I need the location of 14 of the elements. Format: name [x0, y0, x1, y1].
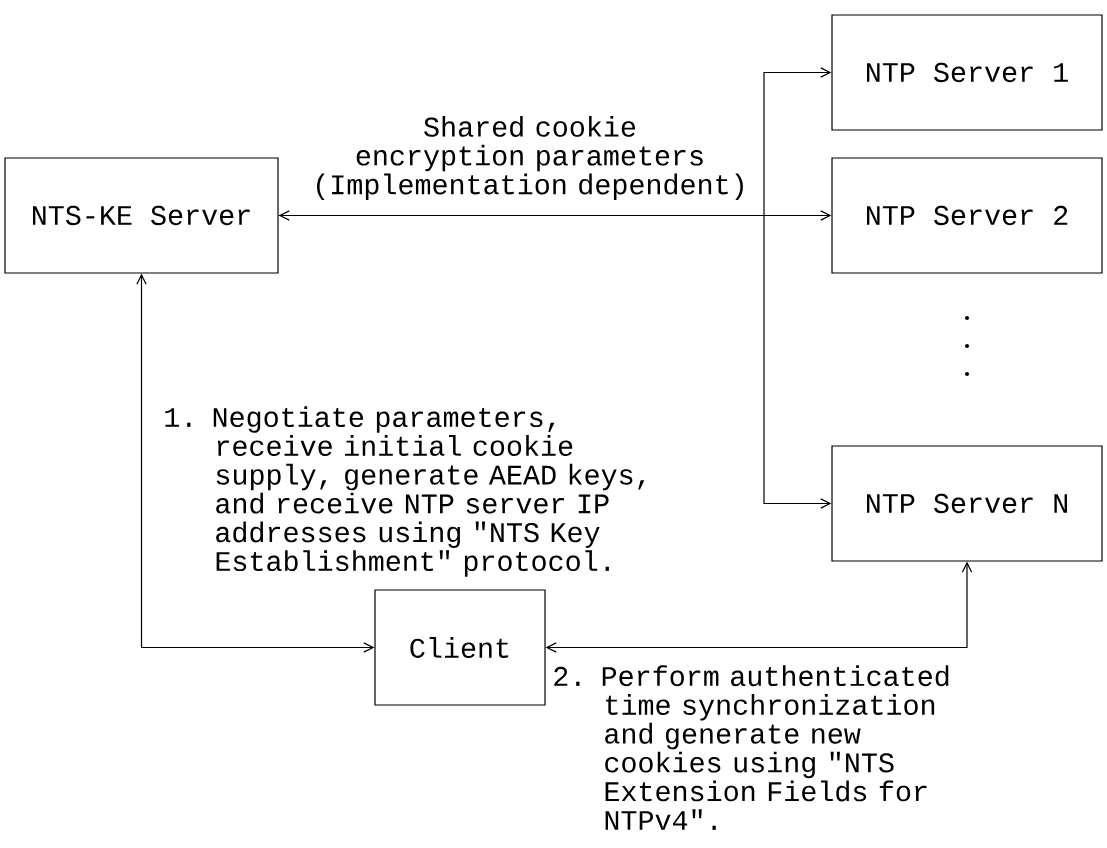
- arrow: [136, 273, 375, 653]
- server-box: NTP Server N: [831, 445, 1103, 562]
- server-box: NTP Server 2: [831, 157, 1103, 274]
- arrow: [763, 210, 832, 221]
- edge-label: 1. Negotiate parameters, receive initial cookie supply, generate AEAD keys, and receive NTP server IP addresses using "NTS Key Establishment" protocol.: [160, 403, 686, 580]
- arrow: [763, 67, 832, 217]
- arrow: [278, 210, 765, 221]
- server-box: NTP Server 1: [831, 14, 1103, 131]
- arrow: [545, 561, 973, 653]
- edge-label: Shared cookie encryption parameters (Implementation dependent): [297, 113, 763, 203]
- client-box: Client: [374, 589, 546, 706]
- edge-label: 2. Perform authenticated time synchronization and generate new cookies using "NTS Extension Fields for NTPv4".: [549, 662, 975, 833]
- arrow: [763, 214, 832, 509]
- server-box: NTS-KE Server: [4, 157, 279, 274]
